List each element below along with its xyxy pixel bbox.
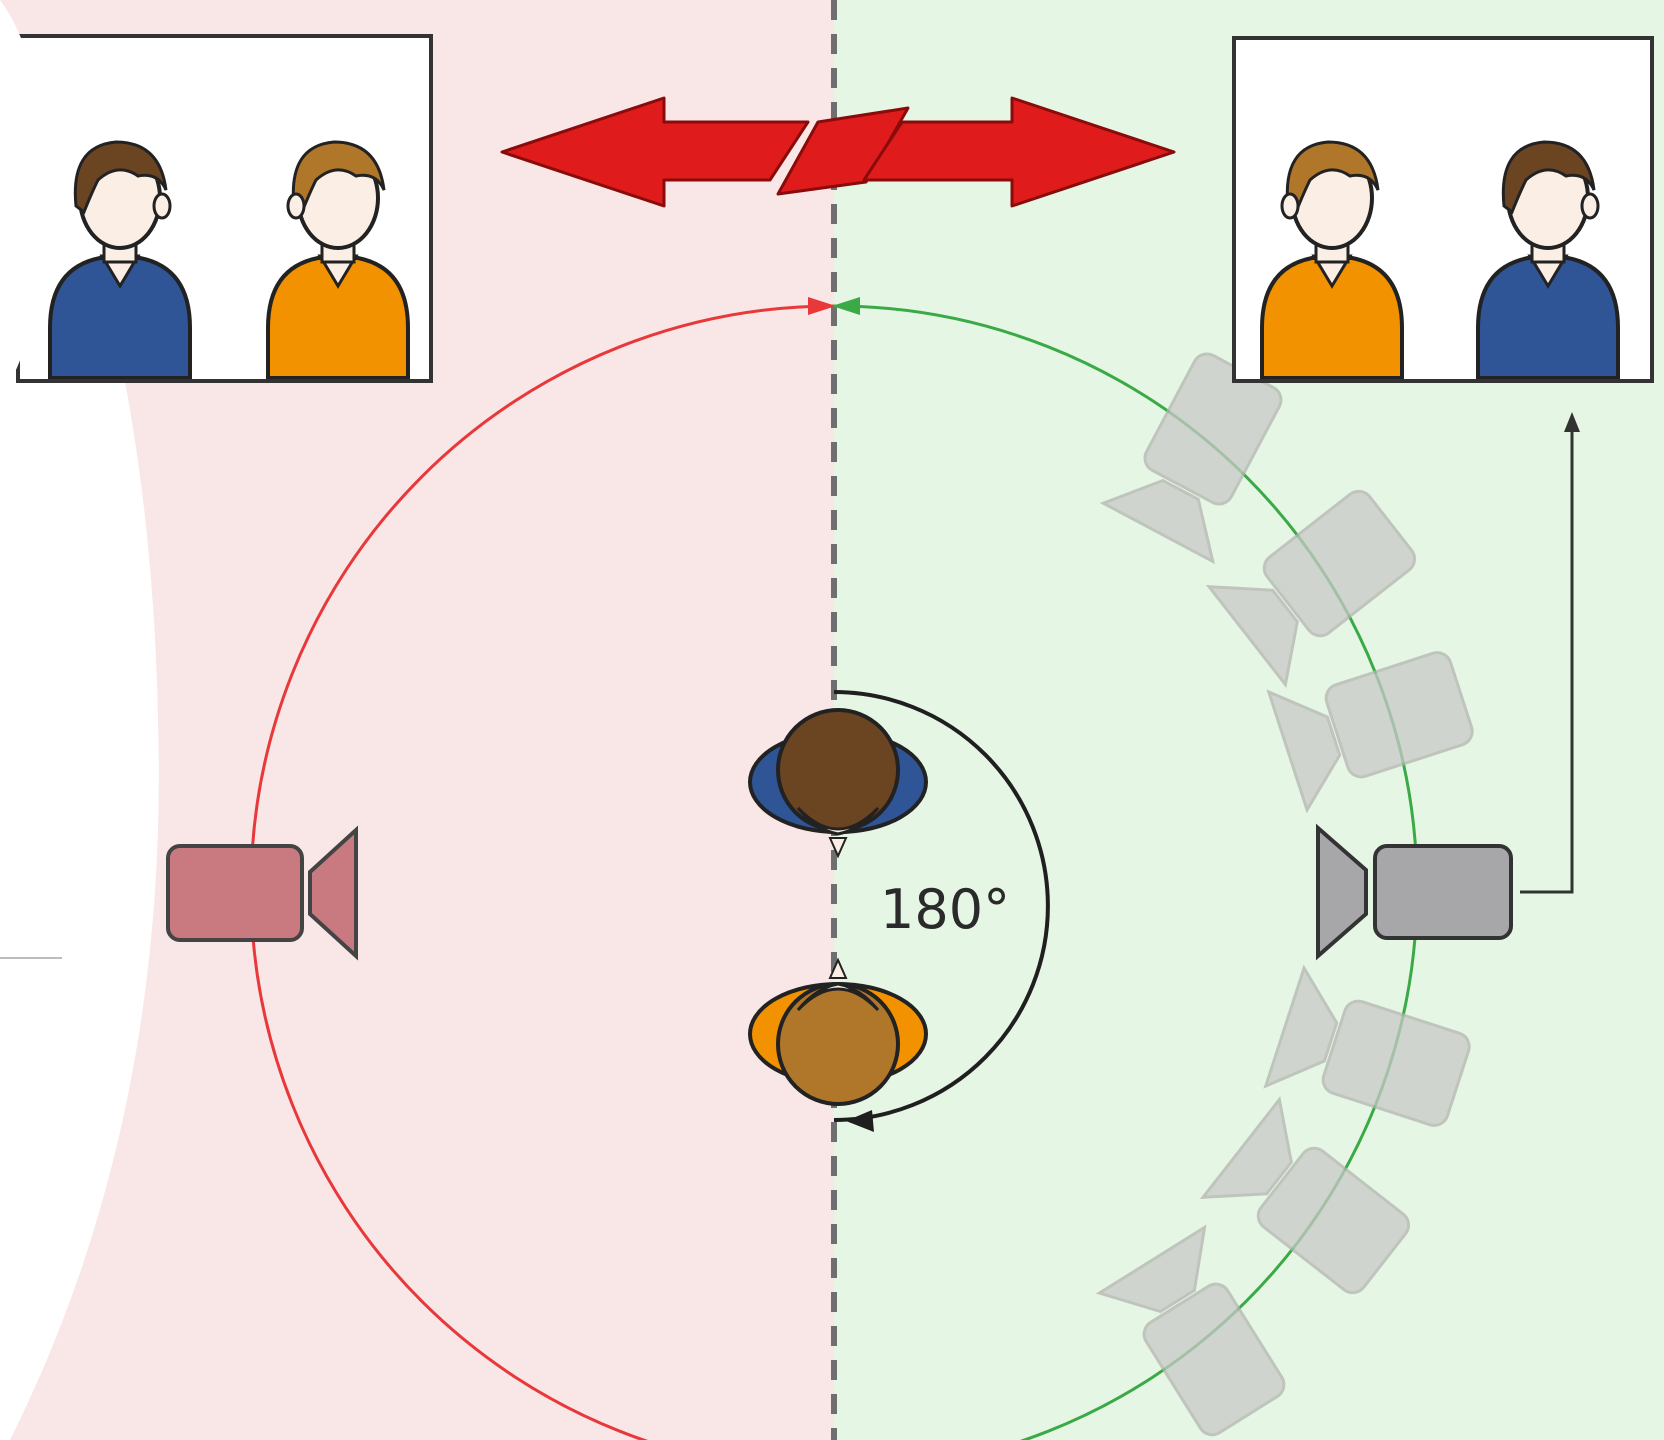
camera-to-frame-connector	[1520, 412, 1580, 894]
page-curl-overlay	[0, 0, 47, 400]
forbidden-video-camera-icon	[166, 825, 358, 961]
allowed-video-camera-icon	[1316, 823, 1513, 961]
forbidden-arc-arrowhead	[808, 297, 836, 315]
broken-double-arrow-icon	[500, 96, 1176, 208]
two-people-shot-frame-right	[1232, 36, 1654, 383]
person-blue-top-view	[748, 708, 928, 859]
person-orange-top-view	[748, 957, 928, 1106]
angle-label: 180°	[880, 878, 1010, 941]
allowed-arc-arrowhead	[832, 297, 860, 315]
180-degree-arc	[833, 690, 1050, 1132]
two-people-shot-frame-left	[16, 34, 433, 383]
